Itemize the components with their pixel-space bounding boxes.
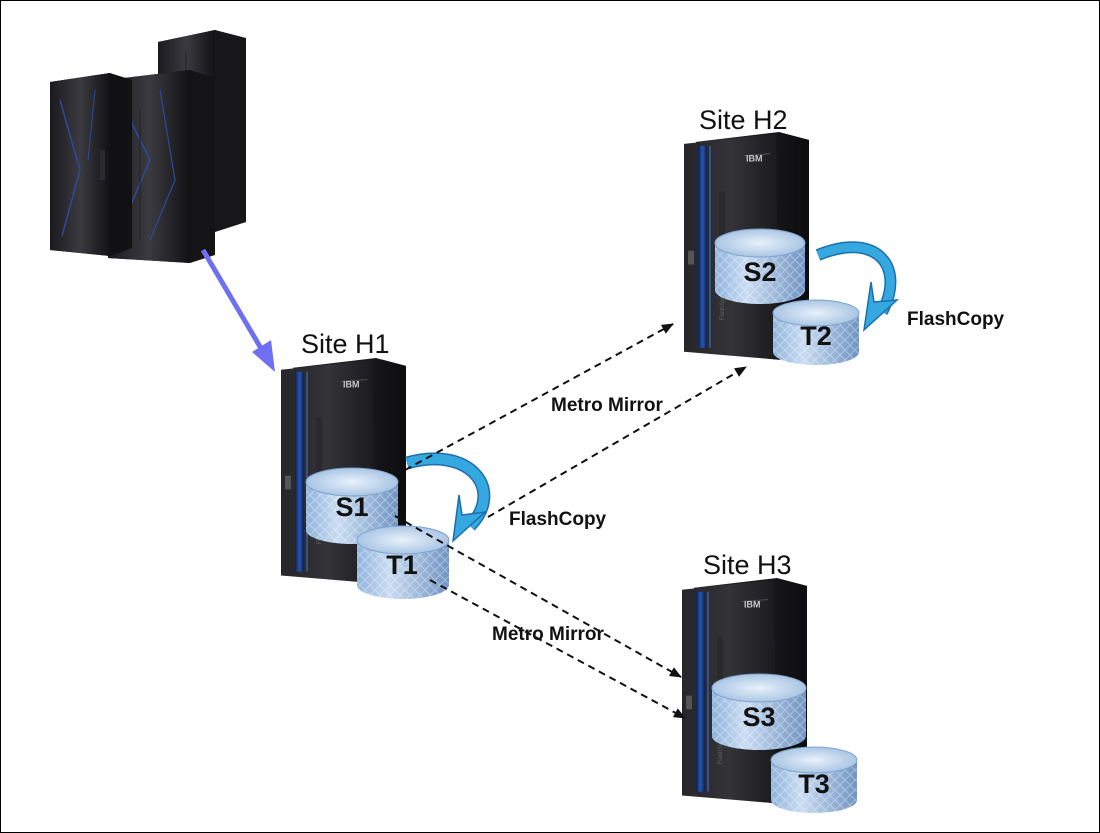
host-to-h1-arrow: [200, 248, 275, 372]
site-h1-title: Site H1: [301, 329, 390, 359]
disk-t2-label: T2: [800, 321, 832, 351]
mainframe-icon: [50, 30, 246, 263]
storage-cabinet-h3-icon: IBM: [681, 577, 808, 804]
site-h2: Site H2 IBM S2 T2 FlashCopy: [683, 105, 1005, 365]
disk-s2: S2: [714, 228, 806, 304]
disk-t1: T1: [356, 525, 450, 599]
disk-t3-label: T3: [798, 769, 830, 799]
flashcopy-arrow-h1: [405, 452, 491, 543]
ibm-logo-h1: IBM: [343, 379, 359, 389]
flashcopy-label-h1: FlashCopy: [509, 509, 607, 530]
site-h2-title: Site H2: [699, 105, 788, 135]
site-h3-title: Site H3: [703, 550, 792, 580]
disk-s3-label: S3: [742, 702, 775, 732]
flashcopy-arrow-h2: [815, 241, 900, 332]
metro-mirror-h1-h3: Metro Mirror: [394, 515, 686, 719]
flashcopy-label-h2: FlashCopy: [907, 309, 1005, 330]
disk-s2-label: S2: [743, 257, 776, 287]
disk-t2: T2: [772, 299, 860, 365]
metro-mirror-label-h3: Metro Mirror: [492, 624, 605, 645]
site-h3: Site H3 IBM S3 T3: [681, 550, 858, 813]
ibm-logo-h2: IBM: [746, 154, 762, 164]
storage-cabinet-h2-icon: IBM: [683, 131, 810, 361]
metro-mirror-h1-h2: Metro Mirror: [404, 323, 747, 518]
site-h1: Site H1 IBM S1 T1 FlashCopy: [280, 329, 607, 599]
storage-cabinet-h1-icon: IBM: [280, 357, 407, 584]
ibm-logo-h3: IBM: [744, 599, 760, 609]
disk-t3: T3: [770, 746, 858, 813]
disk-t1-label: T1: [386, 550, 418, 580]
metro-mirror-label-h2: Metro Mirror: [551, 395, 664, 416]
disk-s3: S3: [711, 673, 807, 750]
disk-s1-label: S1: [335, 492, 368, 522]
